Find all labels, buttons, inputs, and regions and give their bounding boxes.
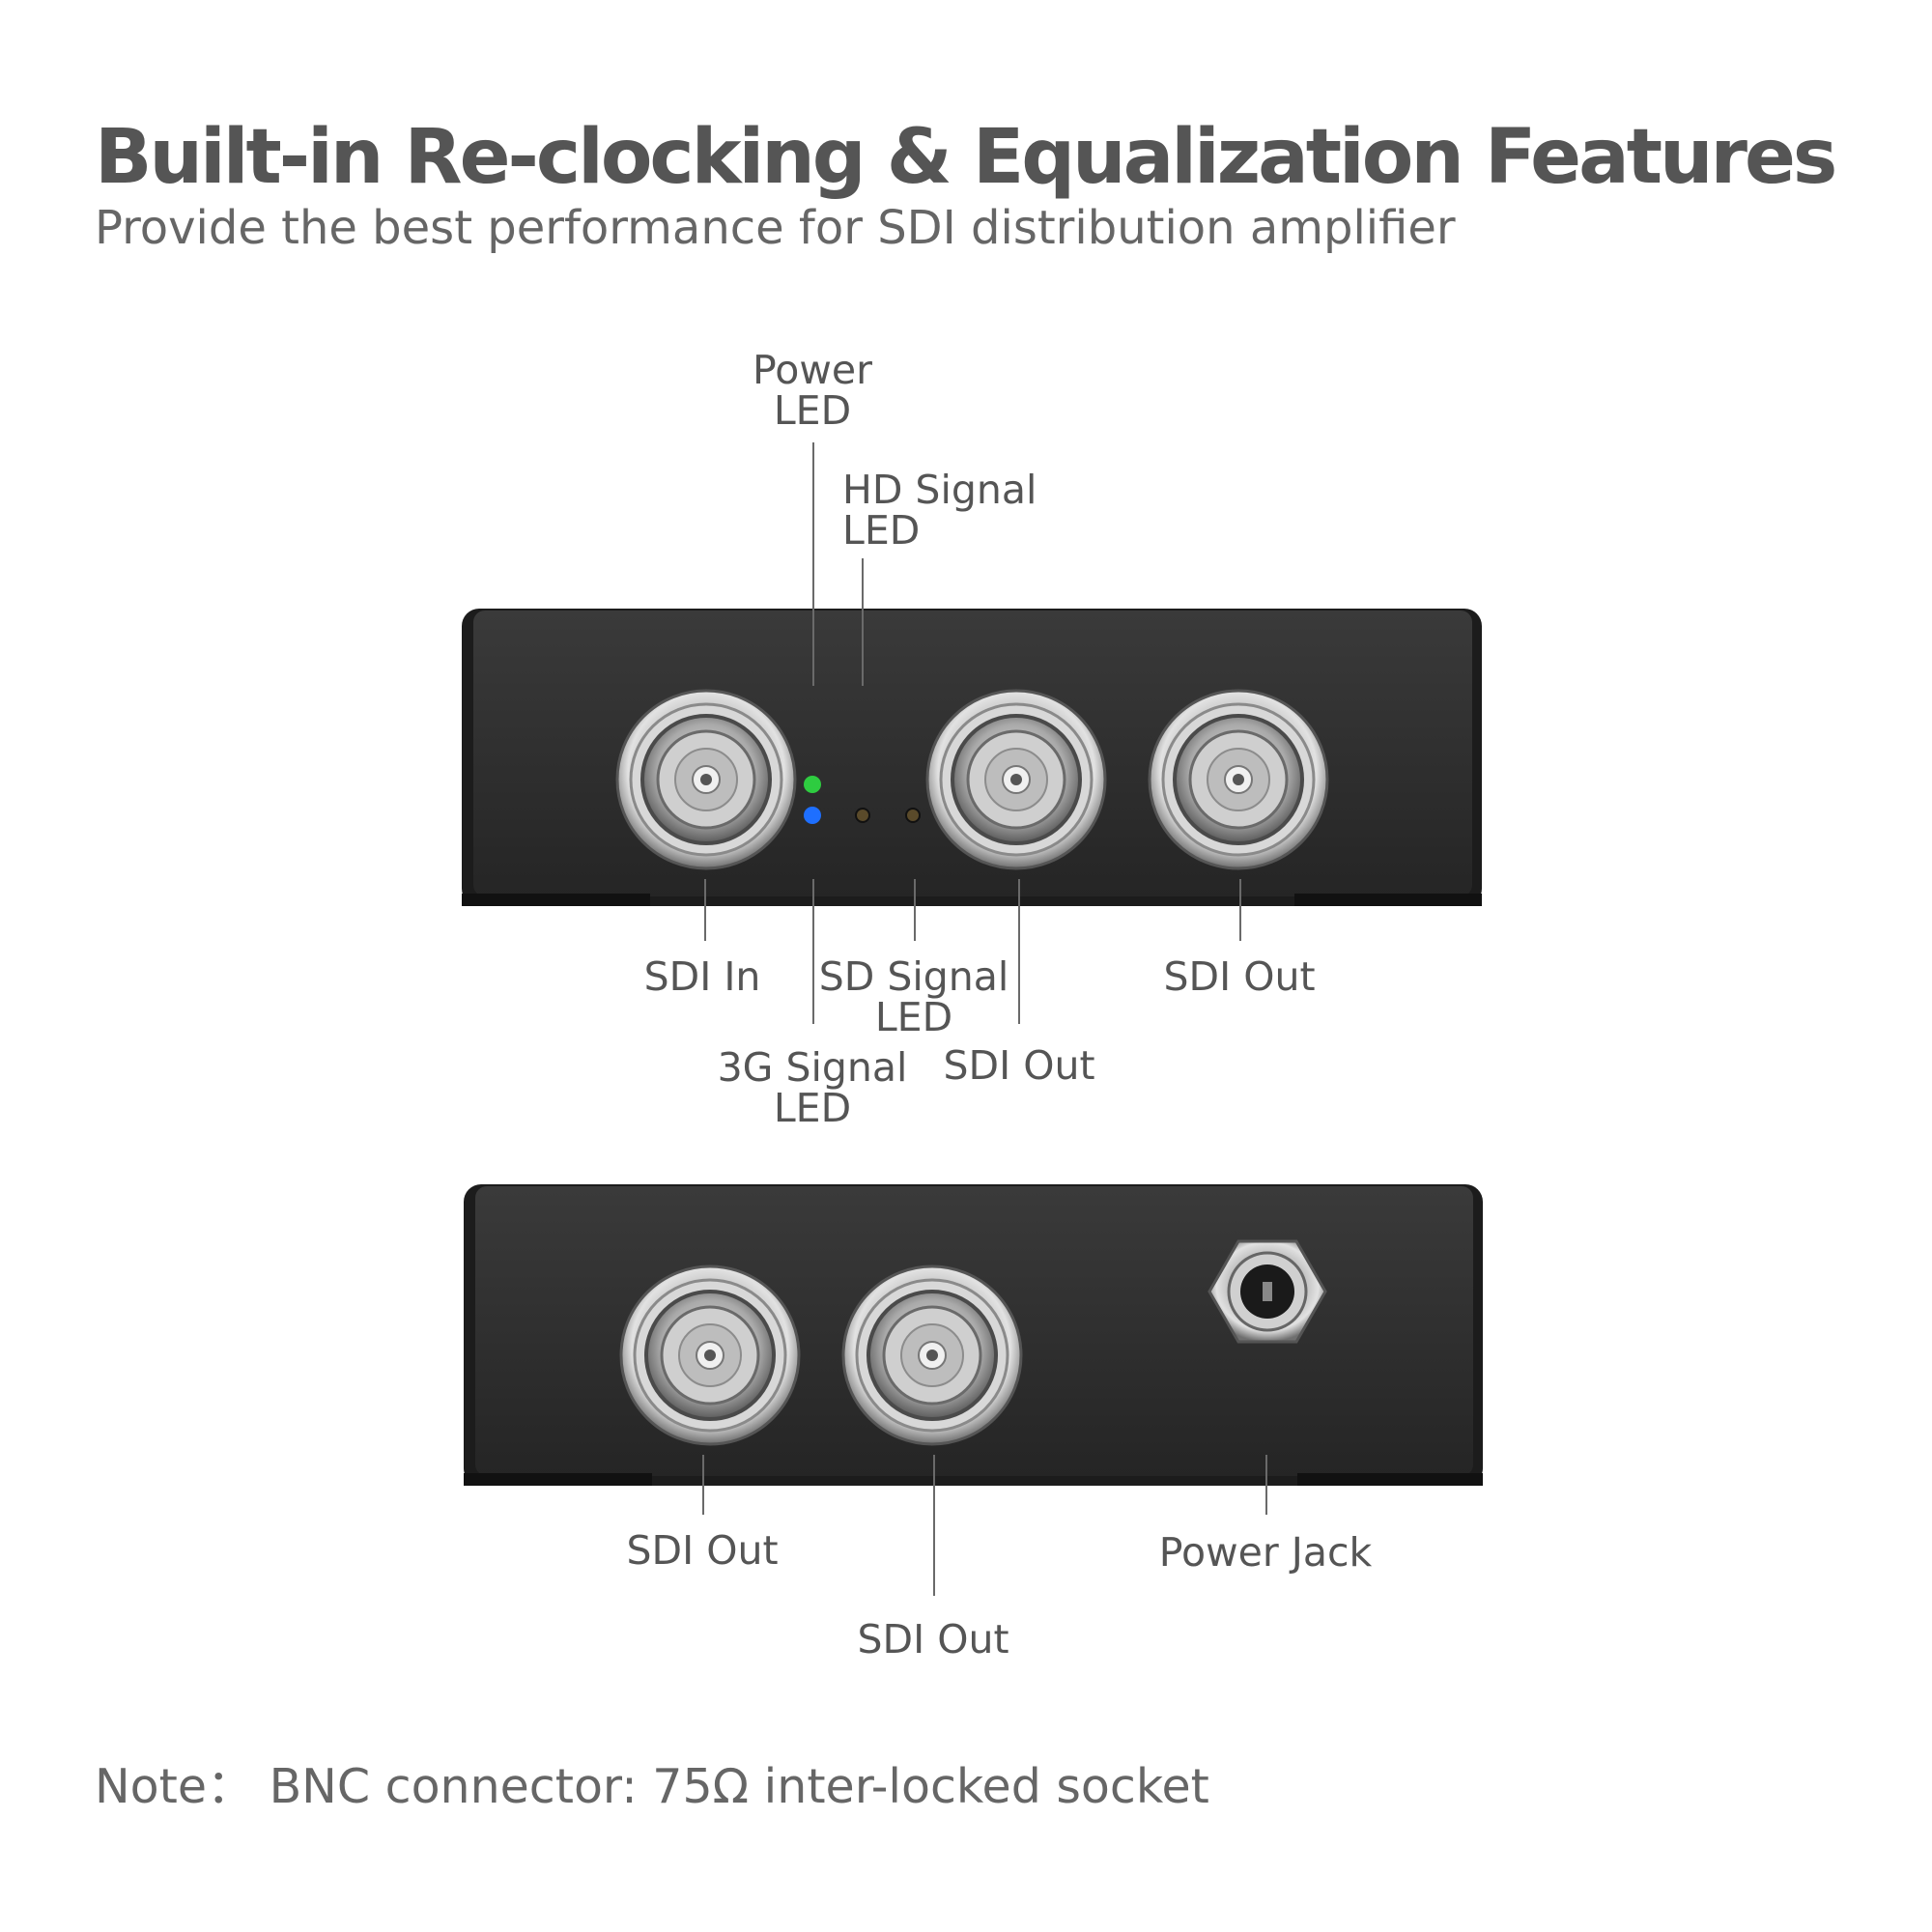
power-jack-leader-line: [1265, 1455, 1267, 1515]
page-subtitle: Provide the best performance for SDI dis…: [95, 201, 1456, 255]
3g-signal-led-icon: [804, 807, 821, 824]
sd-signal-led-label: SD Signal LED: [818, 953, 1009, 1040]
sdi-out-leader-line: [1018, 879, 1020, 1024]
sdi-out-connector-icon: [925, 689, 1107, 870]
sd-signal-led-icon: [905, 808, 921, 823]
sdi-in-leader-line: [704, 879, 706, 941]
sdi-out-leader-line: [933, 1455, 935, 1596]
3g-signal-led-label: 3G Signal LED: [717, 1044, 908, 1131]
sdi-out-connector-icon: [1148, 689, 1329, 870]
sdi-out-label: SDI Out: [943, 1042, 1095, 1089]
power-led-icon: [804, 776, 821, 793]
sdi-in-connector-icon: [615, 689, 797, 870]
sdi-out-label: SDI Out: [1163, 953, 1316, 1000]
sdi-out-leader-line: [1239, 879, 1241, 941]
hd-signal-led-label: HD Signal LED: [842, 467, 1037, 554]
power-led-leader-line: [812, 442, 814, 686]
hd-signal-led-leader-line: [862, 558, 864, 686]
power-led-label: Power LED: [753, 347, 872, 434]
sdi-in-label: SDI In: [643, 953, 761, 1000]
sdi-out-connector-icon: [841, 1264, 1023, 1446]
page-title: Built-in Re-clocking & Equalization Feat…: [95, 114, 1837, 201]
hd-signal-led-icon: [855, 808, 870, 823]
sd-signal-led-leader-line: [914, 879, 916, 941]
power-jack-label: Power Jack: [1158, 1529, 1373, 1576]
sdi-out-connector-icon: [619, 1264, 801, 1446]
sdi-out-label: SDI Out: [626, 1527, 779, 1574]
3g-signal-led-leader-line: [812, 879, 814, 1024]
power-jack-icon: [1208, 1239, 1327, 1344]
sdi-out-label: SDI Out: [857, 1616, 1009, 1662]
note-text: Note： BNC connector: 75Ω inter-locked so…: [95, 1759, 1209, 1814]
sdi-out-leader-line: [702, 1455, 704, 1515]
